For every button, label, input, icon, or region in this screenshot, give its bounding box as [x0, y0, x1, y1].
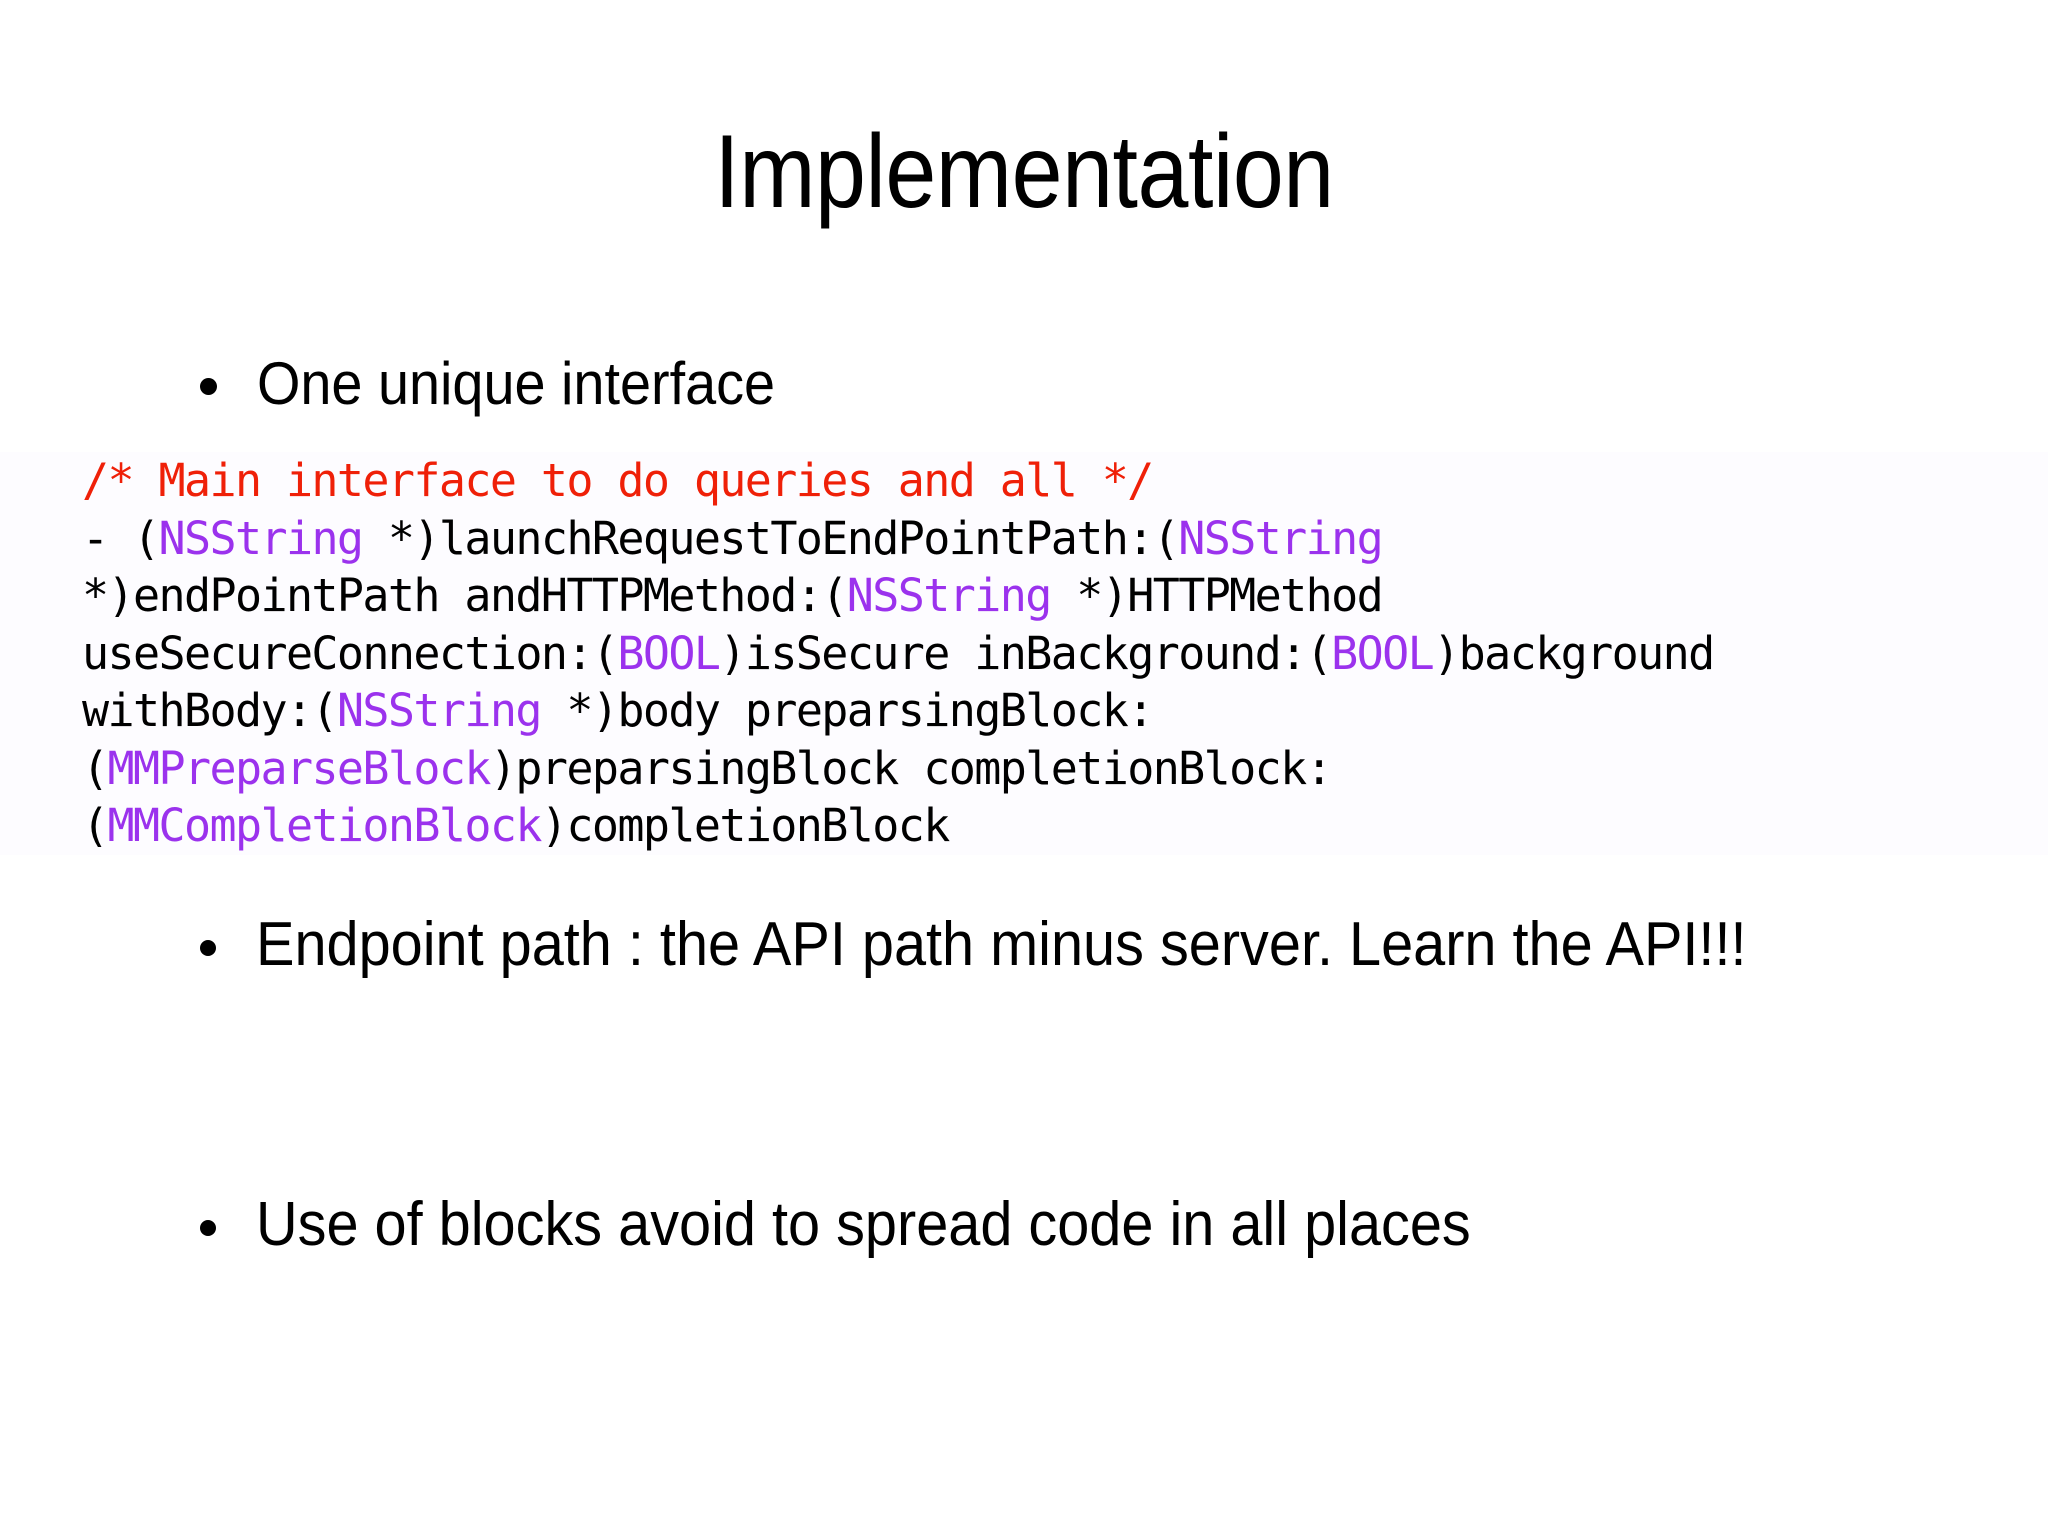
code-token-type: BOOL — [617, 626, 721, 680]
page-title: Implementation — [714, 114, 1334, 230]
code-token-type: MMCompletionBlock — [107, 799, 543, 852]
code-token-plain: *)HTTPMethod — [1050, 569, 1384, 622]
bullet-dot-icon — [200, 378, 217, 395]
code-token-plain: *)body preparsingBlock: — [540, 684, 1154, 737]
code-token-plain: useSecureConnection:( — [82, 626, 619, 680]
code-token-type: NSString — [158, 511, 364, 565]
code-line: - (NSString *)launchRequestToEndPointPat… — [82, 510, 2048, 568]
bullet-dot-icon — [200, 1220, 216, 1236]
code-token-type: NSString — [846, 569, 1053, 622]
code-token-plain: )background — [1433, 626, 1715, 680]
bullet-item-three-label: Use of blocks avoid to spread code in al… — [256, 1190, 1471, 1259]
code-token-plain: )preparsingBlock completionBlock: — [489, 741, 1333, 795]
code-line: /* Main interface to do queries and all … — [82, 452, 2048, 510]
code-token-plain: ( — [82, 741, 109, 795]
code-token-plain: - ( — [82, 511, 160, 565]
code-token-plain: )isSecure inBackground:( — [719, 626, 1332, 680]
code-token-type: BOOL — [1331, 626, 1435, 680]
code-token-type: NSString — [336, 684, 543, 737]
code-token-type: NSString — [1178, 511, 1384, 565]
code-line: *)endPointPath andHTTPMethod:(NSString *… — [82, 567, 2048, 625]
code-token-plain: *)launchRequestToEndPointPath:( — [362, 511, 1180, 565]
bullet-item-one-label: One unique interface — [257, 350, 776, 417]
code-token-type: MMPreparseBlock — [107, 741, 492, 795]
bullet-dot-icon — [200, 940, 216, 956]
code-snippet: /* Main interface to do queries and all … — [0, 452, 2048, 855]
code-token-plain: withBody:( — [82, 684, 339, 737]
code-token-plain: )completionBlock — [540, 799, 950, 852]
bullet-item-two-label: Endpoint path : the API path minus serve… — [256, 910, 1747, 979]
code-line: withBody:(NSString *)body preparsingBloc… — [82, 682, 2048, 740]
code-line: (MMCompletionBlock)completionBlock — [82, 797, 2048, 855]
code-token-comment: /* Main interface to do queries and all … — [82, 454, 1154, 507]
bullet-item-one: One unique interface — [200, 348, 1900, 420]
bullet-item-two: Endpoint path : the API path minus serve… — [200, 908, 1900, 982]
code-line: (MMPreparseBlock)preparsingBlock complet… — [82, 740, 2048, 798]
code-token-plain: ( — [82, 799, 109, 852]
bullet-item-three: Use of blocks avoid to spread code in al… — [200, 1188, 1960, 1262]
code-token-plain: *)endPointPath andHTTPMethod:( — [82, 569, 848, 622]
code-line: useSecureConnection:(BOOL)isSecure inBac… — [82, 625, 2048, 683]
